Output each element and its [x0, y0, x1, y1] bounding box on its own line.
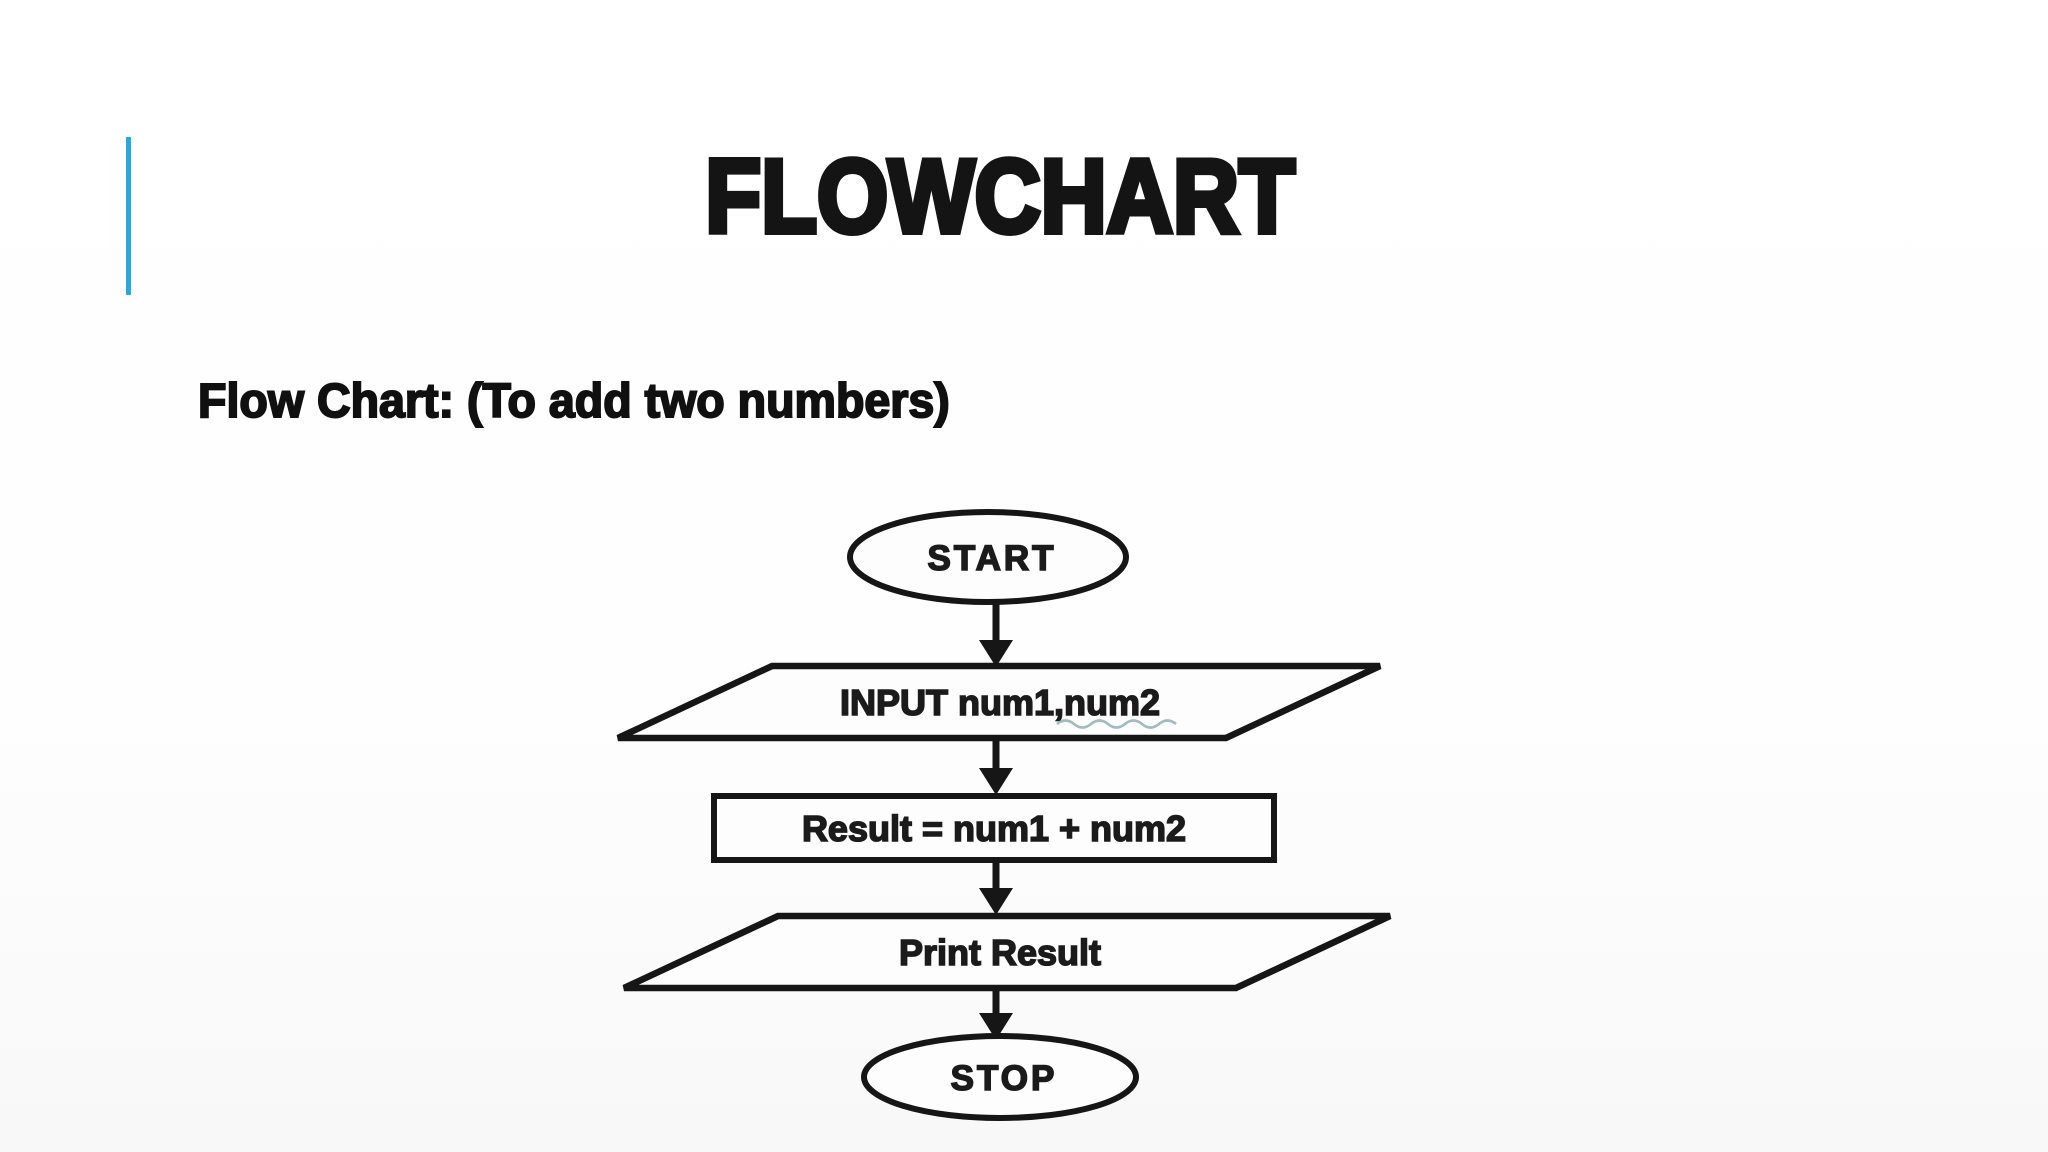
start-terminator-shape [847, 509, 1129, 605]
arrowhead-icon [979, 768, 1013, 795]
arrowhead-icon [979, 1013, 1013, 1040]
output-parallelogram-shape [622, 912, 1392, 992]
start-label: START [927, 539, 1056, 578]
page-title: FLOWCHART [0, 137, 2000, 258]
flow-node-process: Result = num1 + num2 [711, 793, 1277, 863]
stop-terminator-shape [861, 1033, 1139, 1121]
arrowhead-icon [979, 640, 1013, 667]
arrow-output-to-stop [979, 990, 1013, 1040]
slide-subtitle: Flow Chart: (To add two numbers) [197, 374, 951, 429]
input-label-spellcheck: ,num2 [1054, 682, 1160, 723]
spellcheck-squiggle-underline [1056, 719, 1177, 729]
page-title-text: FLOWCHART [703, 137, 1298, 258]
input-label-main: INPUT num1 [840, 682, 1054, 723]
arrow-process-to-output [979, 860, 1013, 915]
flow-node-output: Print Result [622, 912, 1392, 992]
arrowhead-icon [979, 888, 1013, 915]
input-label: INPUT num1,num2 [840, 682, 1160, 723]
output-label: Print Result [899, 932, 1101, 973]
arrow-start-to-input [979, 603, 1013, 667]
input-parallelogram-shape [616, 662, 1382, 742]
flow-node-input: INPUT num1,num2 [616, 662, 1382, 742]
title-accent-bar [126, 137, 131, 295]
stop-label: STOP [951, 1059, 1058, 1098]
process-label: Result = num1 + num2 [802, 808, 1186, 849]
flow-node-start: START [847, 509, 1129, 605]
flow-node-stop: STOP [861, 1033, 1139, 1121]
arrow-input-to-process [979, 741, 1013, 795]
